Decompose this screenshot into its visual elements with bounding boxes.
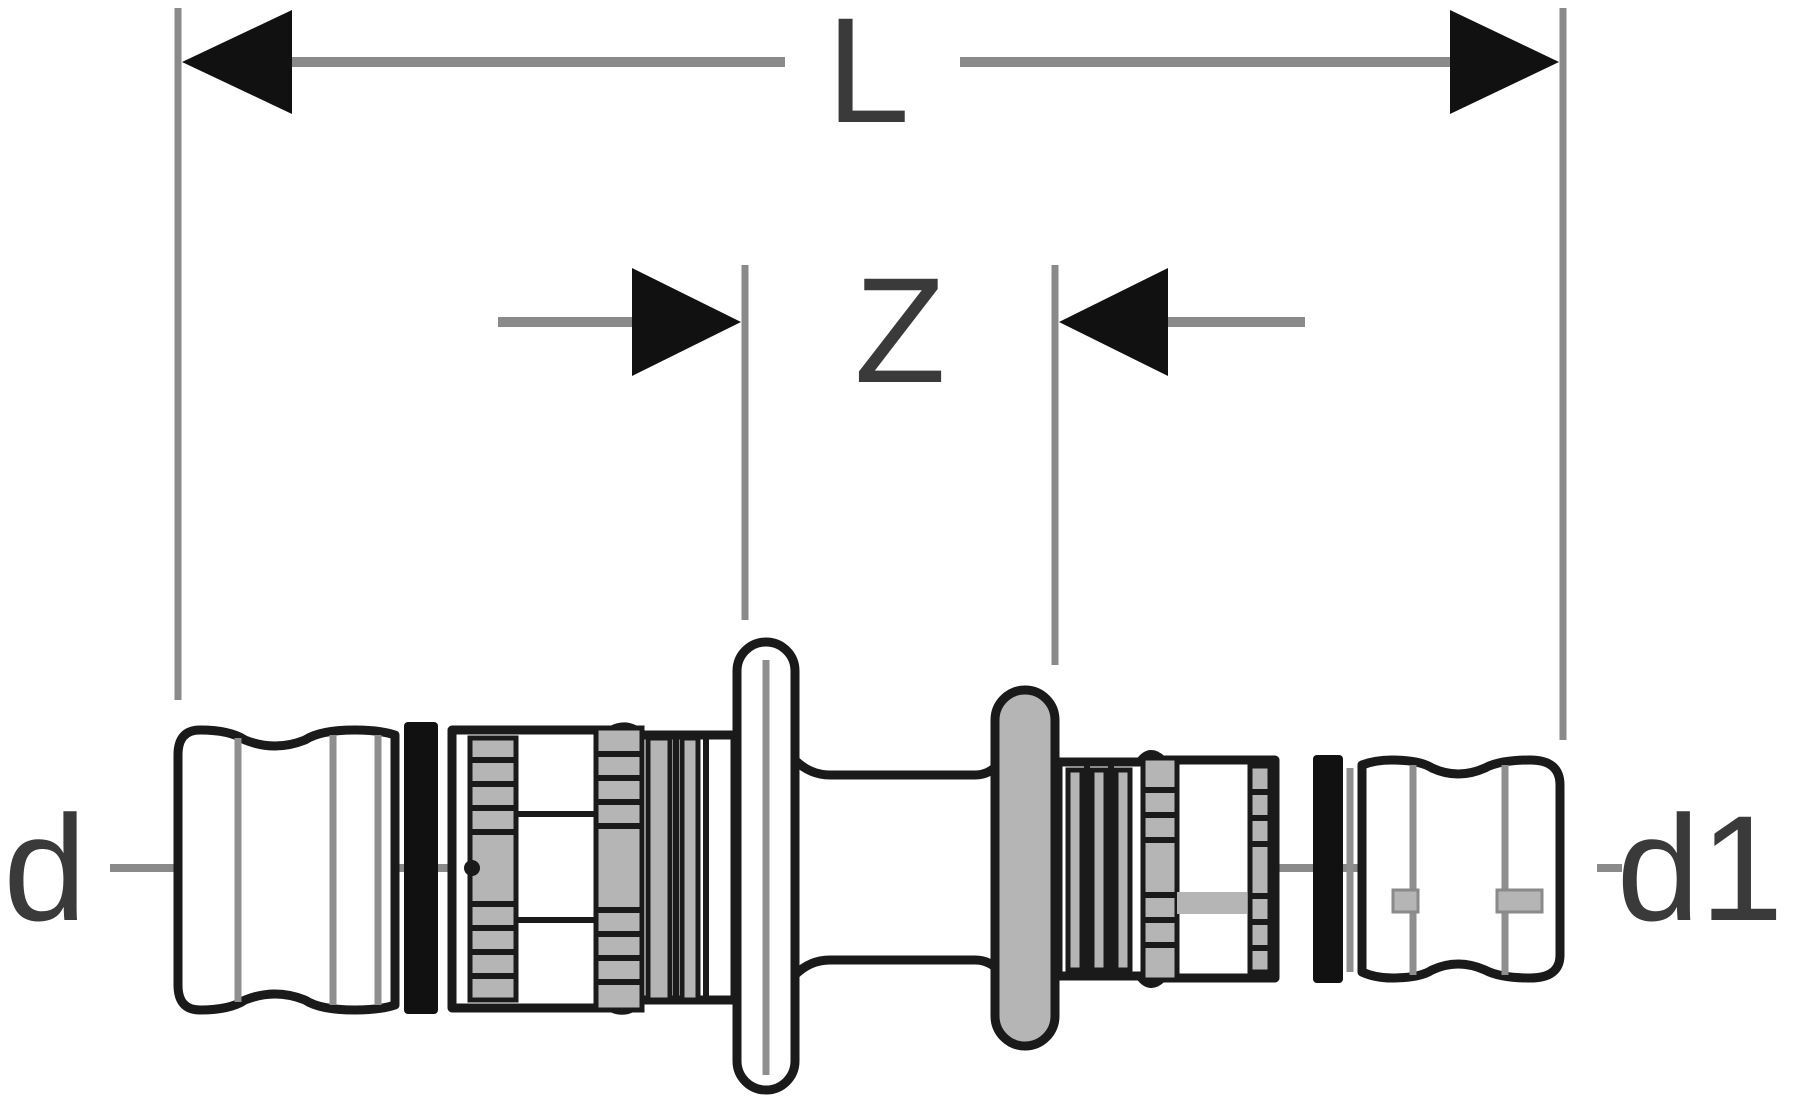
arrowhead-z-left-pointing-icon <box>1059 268 1168 376</box>
right-press-sleeve <box>1346 755 1565 983</box>
left-grip-ring <box>447 722 740 1015</box>
dimension-L: L <box>182 0 1559 154</box>
dimension-Z: Z <box>498 246 1305 414</box>
right-flange <box>990 685 1060 1051</box>
left-o-ring <box>404 722 438 1014</box>
label-Z: Z <box>854 246 946 414</box>
arrowhead-left-icon <box>182 10 292 114</box>
right-o-ring <box>1313 755 1343 983</box>
arrowhead-right-icon <box>1450 10 1559 114</box>
arrowhead-z-right-pointing-icon <box>632 268 741 376</box>
right-grip-ring <box>1053 750 1280 988</box>
center-body <box>790 755 1005 980</box>
right-grip-slot <box>1177 892 1247 914</box>
label-d: d <box>3 784 86 952</box>
left-press-sleeve <box>173 725 400 1015</box>
label-d1: d1 <box>1617 784 1784 952</box>
label-L: L <box>826 0 909 154</box>
